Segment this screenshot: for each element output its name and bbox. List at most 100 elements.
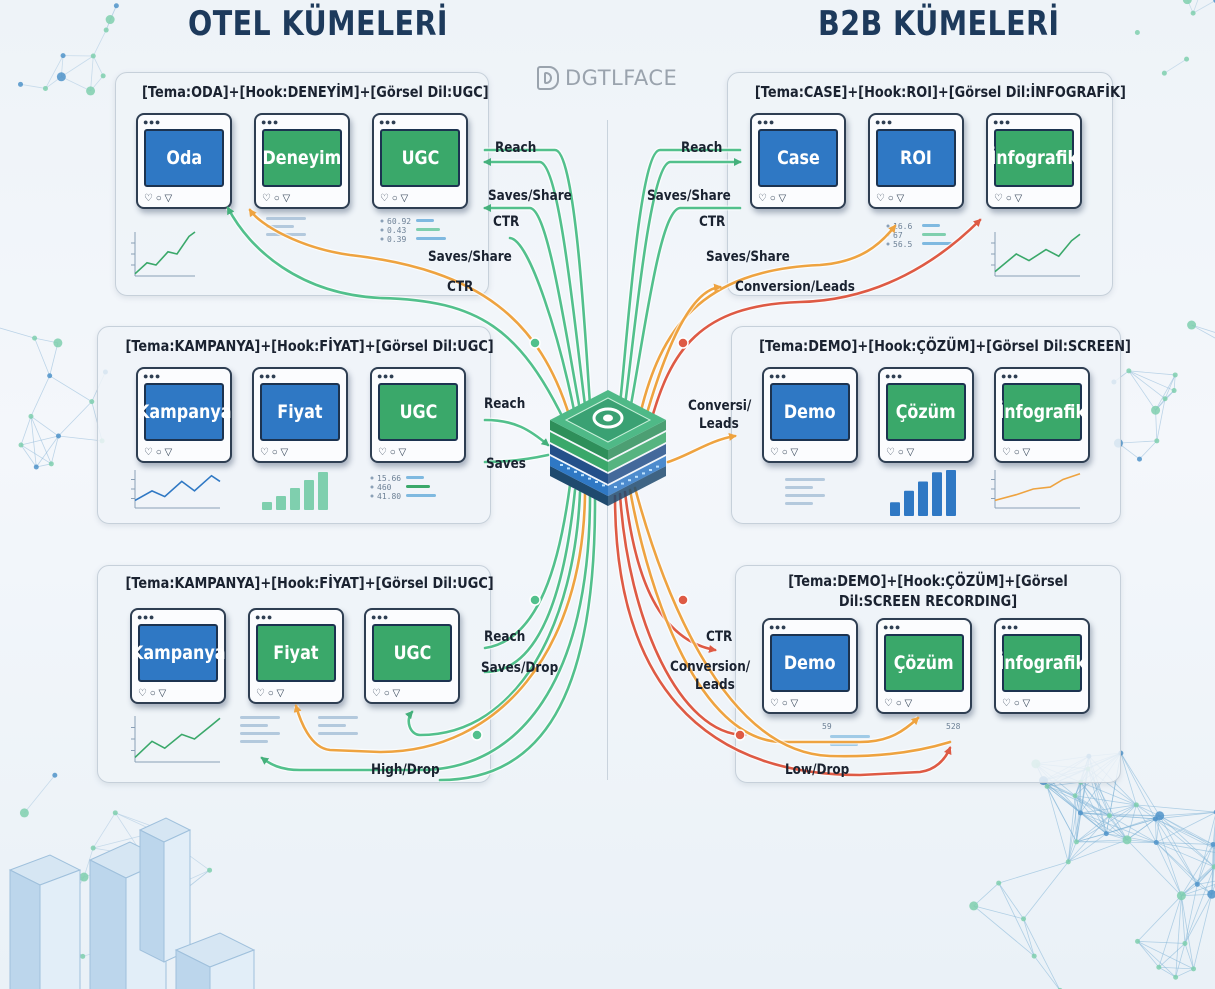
network-edge: [1196, 815, 1215, 885]
flow-label-ctr: CTR: [706, 629, 733, 645]
content-card-ugc[interactable]: ●●● UGC ♡ ○ ▽: [372, 113, 468, 209]
network-edge: [1156, 812, 1215, 843]
network-edge: [1181, 895, 1194, 969]
network-edge: [1046, 786, 1069, 862]
flow-node: [677, 594, 689, 606]
flow-label-conversion: Conversi/: [688, 398, 752, 414]
content-card-ugc[interactable]: ●●● UGC ♡ ○ ▽: [370, 367, 466, 463]
mini-bar: [890, 502, 900, 516]
card-actions-icon: ♡ ○ ▽: [994, 193, 1023, 204]
hub-core-icon: [603, 414, 613, 422]
flow-paths: [225, 147, 982, 783]
network-edge: [1211, 826, 1215, 895]
card-actions-icon: ♡ ○ ▽: [372, 688, 401, 699]
stat-value: 67: [893, 231, 903, 240]
stat-value: 59: [822, 722, 832, 731]
stat-dot: [380, 219, 384, 223]
network-edge: [1023, 918, 1035, 957]
flow-node: [529, 337, 541, 349]
network-edge: [1158, 966, 1194, 970]
network-edge: [1135, 804, 1157, 843]
card-actions-icon: ♡ ○ ▽: [884, 698, 913, 709]
content-card-fiyat[interactable]: ●●● Fiyat ♡ ○ ▽: [252, 367, 348, 463]
content-card-case[interactable]: ●●● Case ♡ ○ ▽: [750, 113, 846, 209]
network-node: [1154, 438, 1160, 444]
network-edge: [1193, 894, 1213, 969]
network-edge: [1155, 842, 1182, 896]
content-card-kampanya[interactable]: ●●● Kampanya ♡ ○ ▽: [136, 367, 232, 463]
network-edge: [1046, 786, 1076, 797]
cluster-b2b-demo-2: [Tema:DEMO]+[Hook:ÇÖZÜM]+[Görsel Dil:SCR…: [735, 565, 1121, 783]
content-card-roi[interactable]: ●●● ROI ♡ ○ ▽: [868, 113, 964, 209]
placeholder-line: [240, 732, 280, 735]
card-actions-icon: ♡ ○ ▽: [378, 447, 407, 458]
card-label: Kampanya: [136, 401, 232, 423]
network-node: [28, 413, 34, 419]
network-edge: [1155, 818, 1182, 896]
network-node: [1211, 864, 1215, 870]
content-card-oda[interactable]: ●●● Oda ♡ ○ ▽: [136, 113, 232, 209]
stat-bar: [406, 476, 424, 479]
hub-led: [642, 472, 645, 475]
hub-led: [628, 479, 631, 482]
content-card-demo[interactable]: ●●● Demo ♡ ○ ▽: [762, 367, 858, 463]
card-actions-icon: ♡ ○ ▽: [876, 193, 905, 204]
stat-value: 16.6: [893, 222, 912, 231]
network-edge: [1211, 883, 1215, 895]
content-card-ugc[interactable]: ●●● UGC ♡ ○ ▽: [364, 608, 460, 704]
network-edge: [1184, 884, 1198, 944]
placeholder-line: [785, 502, 813, 505]
network-edge: [1155, 842, 1212, 895]
flow-high-drop: [260, 494, 592, 772]
network-node: [1153, 839, 1159, 845]
network-edge: [30, 375, 51, 417]
network-edge: [1184, 943, 1194, 970]
content-card-infografik[interactable]: ●●● İnfografik ♡ ○ ▽: [994, 618, 1090, 714]
flow-label-saves-drop: Saves/Drop: [481, 660, 559, 676]
cluster-title: [Tema:KAMPANYA]+[Hook:FİYAT]+[Görsel Dil…: [125, 574, 494, 592]
content-card-infografik[interactable]: ●●● İnfografik ♡ ○ ▽: [994, 367, 1090, 463]
network-edge: [1154, 818, 1157, 843]
stat-bar: [922, 224, 940, 227]
flow-saves-mid: [483, 453, 550, 464]
network-edge: [1164, 374, 1176, 399]
card-screen: Demo: [770, 383, 850, 441]
hub-led: [567, 467, 570, 470]
content-card-cozum[interactable]: ●●● Çözüm ♡ ○ ▽: [878, 367, 974, 463]
card-screen: Case: [758, 129, 838, 187]
network-edge: [1192, 0, 1199, 14]
content-card-demo[interactable]: ●●● Demo ♡ ○ ▽: [762, 618, 858, 714]
card-label: UGC: [399, 401, 437, 423]
content-card-infografik[interactable]: ●●● İnfografik ♡ ○ ▽: [986, 113, 1082, 209]
card-label: Oda: [166, 147, 202, 169]
stat-value: 41.80: [377, 492, 401, 501]
network-node: [1191, 966, 1197, 972]
network-node: [47, 373, 53, 379]
content-card-deneyim[interactable]: ●●● Deneyim ♡ ○ ▽: [254, 113, 350, 209]
flow-label-conversion-leads: Conversion/Leads: [735, 279, 855, 295]
network-edge: [1043, 780, 1076, 797]
flow-ctr: [508, 236, 577, 417]
network-edge: [998, 882, 1035, 957]
flow-conversion-leads: [643, 283, 722, 422]
network-node: [60, 53, 66, 59]
network-edge: [58, 435, 103, 442]
flow-saves-share-roi: [638, 224, 897, 417]
flow-label-reach: Reach: [681, 140, 723, 156]
network-edge: [20, 83, 46, 89]
content-card-kampanya[interactable]: ●●● Kampanya ♡ ○ ▽: [130, 608, 226, 704]
network-node: [113, 3, 119, 9]
window-dots-icon: ●●●: [769, 371, 787, 381]
placeholder-line: [785, 478, 825, 481]
flow-low-drop: [613, 494, 952, 777]
mini-chart-line: [134, 474, 221, 502]
network-node: [969, 901, 979, 911]
content-card-cozum[interactable]: ●●● Çözüm ♡ ○ ▽: [876, 618, 972, 714]
card-actions-icon: ♡ ○ ▽: [380, 193, 409, 204]
network-edge: [1192, 0, 1215, 14]
card-label: Çözüm: [896, 401, 956, 423]
cluster-title: [Tema:CASE]+[Hook:ROI]+[Görsel Dil:İNFOG…: [754, 83, 1126, 101]
content-card-fiyat[interactable]: ●●● Fiyat ♡ ○ ▽: [248, 608, 344, 704]
hub-led: [588, 477, 591, 480]
